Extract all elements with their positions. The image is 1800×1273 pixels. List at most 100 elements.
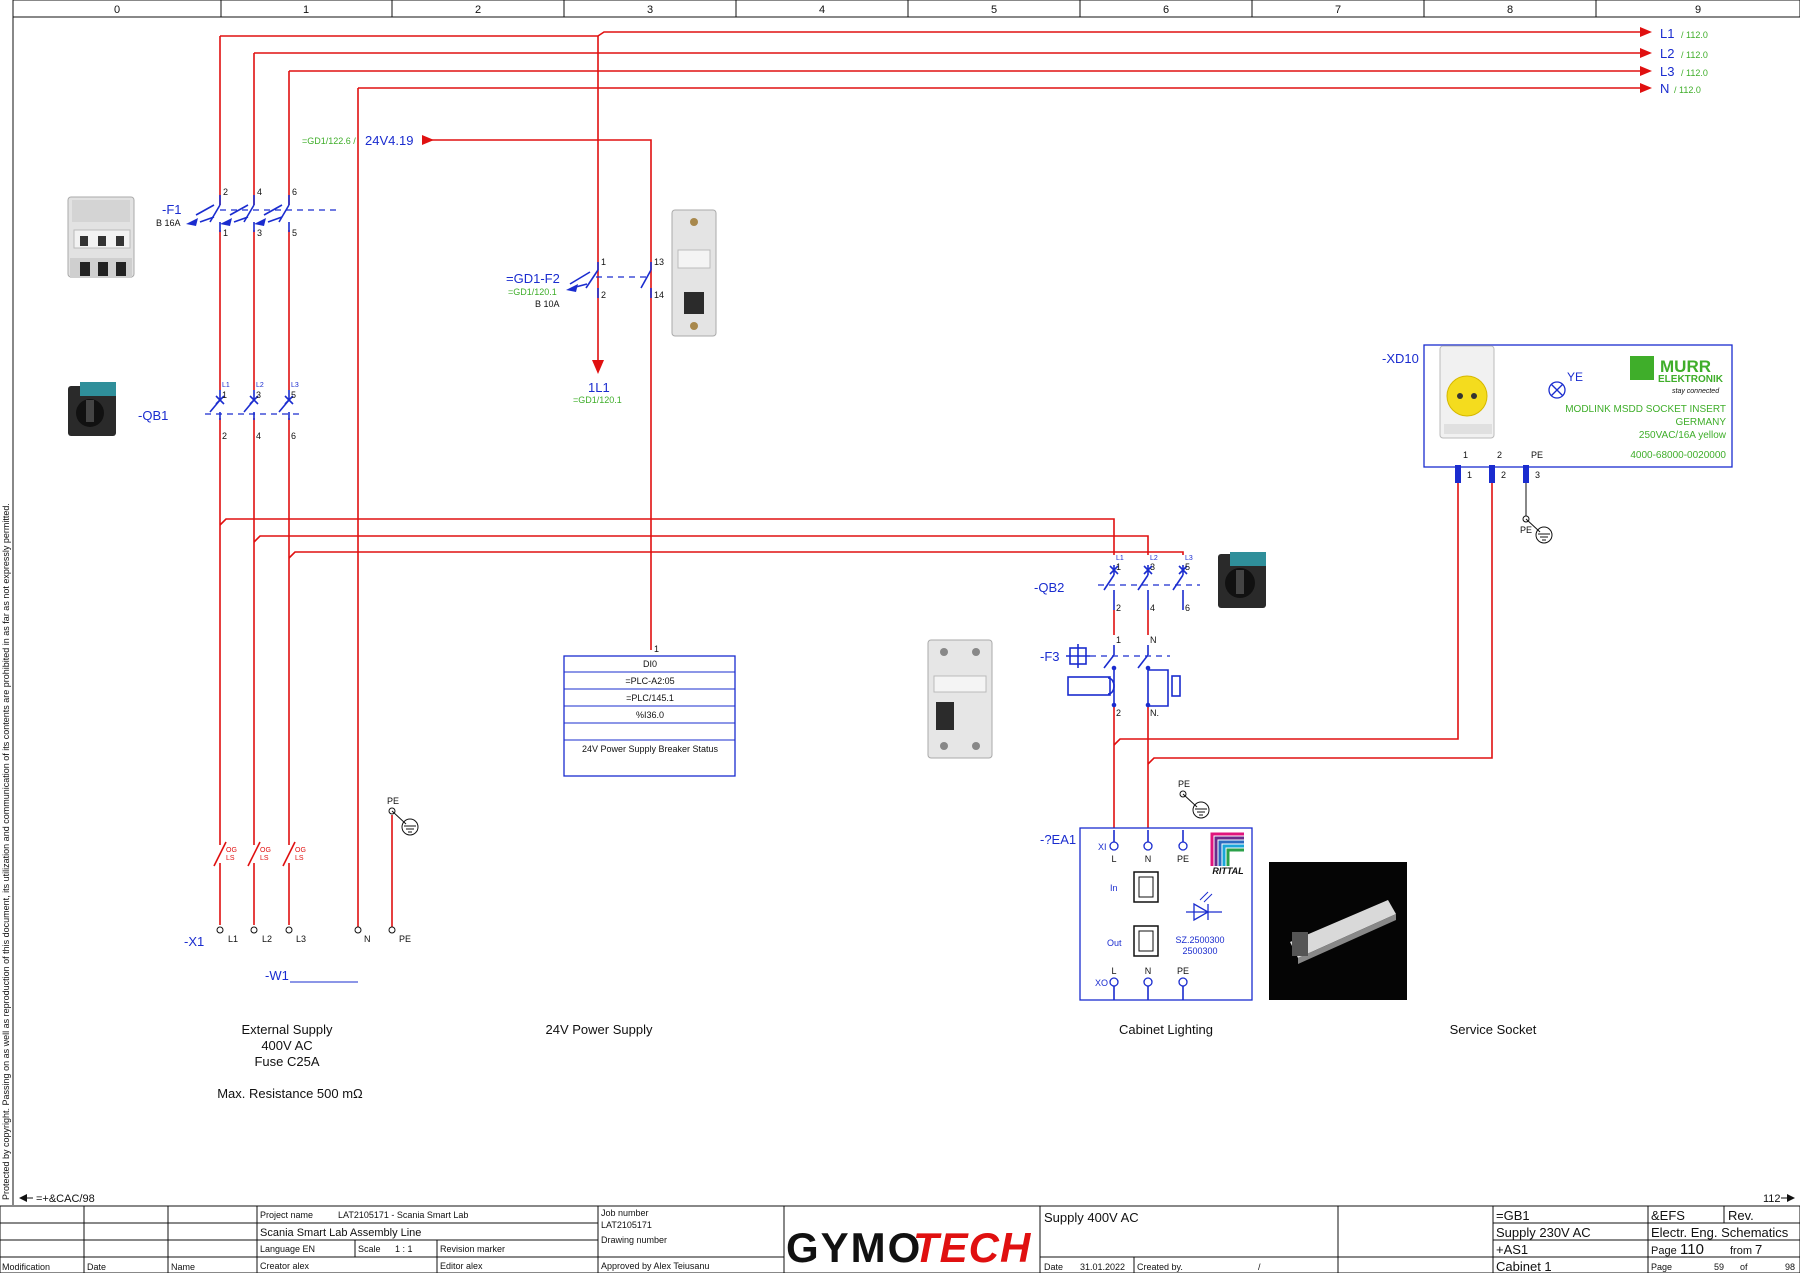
qb2-pin: 4	[1150, 603, 1155, 613]
breaker-f1: -F1 B 16A 2 4 6 1 3 5	[156, 187, 340, 238]
tb-efs: &EFS	[1651, 1208, 1685, 1223]
tb-drawing-number: Drawing number	[601, 1235, 667, 1245]
logo-part-b: TECH	[913, 1224, 1032, 1271]
prev-page-link[interactable]: =+&CAC/98	[36, 1193, 95, 1205]
gd1-f2-name: =GD1-F2	[506, 271, 560, 286]
col-2: 2	[475, 4, 481, 16]
xd10-pin: 1	[1467, 470, 1472, 480]
tb-rev: Rev.	[1728, 1208, 1754, 1223]
tb-cabinet: Cabinet 1	[1496, 1259, 1552, 1273]
title-block: Modification Date Name Project name LAT2…	[0, 1205, 1800, 1273]
gymotech-logo: GYMO TECH	[786, 1224, 1032, 1271]
tb-from-label: from	[1730, 1245, 1752, 1257]
w1-name: -W1	[265, 968, 289, 983]
mcb-3pole-image	[67, 196, 135, 278]
out-l2: L2	[1660, 46, 1674, 61]
ea1-term: N	[1145, 854, 1152, 864]
ea1-term: L	[1111, 966, 1116, 976]
qb1-name: -QB1	[138, 408, 168, 423]
gd1-f2-pin: 1	[601, 257, 606, 267]
tb-modification: Modification	[2, 1262, 50, 1272]
tb-editor: Editor alex	[440, 1261, 483, 1271]
ea1-term: N	[1145, 966, 1152, 976]
ls-label: LS	[260, 855, 269, 862]
xd10-desc: 250VAC/16A yellow	[1639, 430, 1727, 441]
tb-title: Supply 400V AC	[1044, 1210, 1139, 1225]
switch-qb1: -QB1 L1 L2 L3 1 3 5 2 4 6	[138, 382, 300, 441]
tb-project-name: LAT2105171 - Scania Smart Lab	[338, 1210, 468, 1220]
xd10-pin: PE	[1531, 450, 1543, 460]
next-page-icon[interactable]	[1787, 1194, 1795, 1202]
tb-slash: /	[1258, 1262, 1261, 1272]
qb2-pin: 6	[1185, 603, 1190, 613]
ea1-in: In	[1110, 883, 1118, 893]
xd10-pin: 3	[1535, 470, 1540, 480]
ea1-term: PE	[1177, 854, 1189, 864]
f3-pin: 1	[1116, 635, 1121, 645]
f1-pin: 2	[223, 187, 228, 197]
gd1-f2-pin: 14	[654, 290, 664, 300]
x1-term: N	[364, 934, 371, 944]
tb-date-label: Date	[1044, 1262, 1063, 1272]
col-7: 7	[1335, 4, 1341, 16]
section-24v: 24V Power Supply	[546, 1022, 653, 1037]
rcbo-image	[927, 639, 993, 759]
xd10-pin: 1	[1463, 450, 1468, 460]
out-n: N	[1660, 81, 1669, 96]
col-6: 6	[1163, 4, 1169, 16]
lamp-icon	[1548, 381, 1566, 399]
tb-name: Name	[171, 1262, 195, 1272]
xd10-pin: 2	[1497, 450, 1502, 460]
x1-term: L3	[296, 934, 306, 944]
x1-term: L2	[262, 934, 272, 944]
tb-creator: Creator alex	[260, 1261, 310, 1271]
ea1-term: L	[1111, 854, 1116, 864]
rittal-brand: RITTAL	[1212, 866, 1243, 876]
col-4: 4	[819, 4, 825, 16]
f3-name: -F3	[1040, 649, 1060, 664]
out-l3-ref: / 112.0	[1681, 68, 1708, 78]
tb-date-value: 31.01.2022	[1080, 1262, 1125, 1272]
pe-label: PE	[1520, 525, 1532, 535]
gd1-f2-ref: =GD1/120.1	[508, 287, 557, 297]
section-external-supply: 400V AC	[261, 1038, 312, 1053]
pe-label: PE	[387, 796, 399, 806]
rcbo-f3: -F3 1 N 2 N.	[1040, 635, 1181, 718]
f1-name: -F1	[162, 202, 182, 217]
output-arrows	[422, 27, 1652, 374]
murr-brand: MURR	[1660, 357, 1711, 376]
page-nav[interactable]: =+&CAC/98 112	[19, 1193, 1795, 1205]
out-l2-ref: / 112.0	[1681, 50, 1708, 60]
out-l1-ref: / 112.0	[1681, 30, 1708, 40]
tb-language: Language EN	[260, 1244, 315, 1254]
prev-page-icon[interactable]	[19, 1194, 27, 1202]
og-label: OG	[260, 847, 271, 854]
f1-pin: 3	[257, 228, 262, 238]
col-5: 5	[991, 4, 997, 16]
supply-ref-green: =GD1/122.6 /	[302, 136, 356, 146]
section-external-supply: External Supply	[241, 1022, 333, 1037]
tb-job-number-label: Job number	[601, 1208, 649, 1218]
supply-ref-label: 24V4.19	[365, 133, 413, 148]
plc-row: DI0	[643, 659, 657, 669]
plc-row: =PLC/145.1	[626, 693, 674, 703]
col-8: 8	[1507, 4, 1513, 16]
section-cabinet-lighting: Cabinet Lighting	[1119, 1022, 1213, 1037]
tb-scale-label: Scale	[358, 1244, 381, 1254]
led-light-image	[1269, 862, 1407, 1000]
f1-pin: 5	[292, 228, 297, 238]
tb-schem: Electr. Eng. Schematics	[1651, 1225, 1789, 1240]
ea1-name: -?EA1	[1040, 832, 1076, 847]
qb2-phase: L1	[1116, 555, 1124, 562]
rotary-switch-image	[68, 382, 116, 436]
rittal-logo: RITTAL	[1210, 832, 1246, 876]
qb1-pin: 6	[291, 431, 296, 441]
pe-label: PE	[1178, 779, 1190, 789]
next-page-link[interactable]: 112	[1763, 1193, 1781, 1205]
tb-page-label: Page	[1651, 1245, 1677, 1257]
og-label: OG	[295, 847, 306, 854]
f1-pin: 6	[292, 187, 297, 197]
tb-approved: Approved by Alex Teiusanu	[601, 1261, 709, 1271]
section-external-supply: Max. Resistance 500 mΩ	[217, 1086, 363, 1101]
